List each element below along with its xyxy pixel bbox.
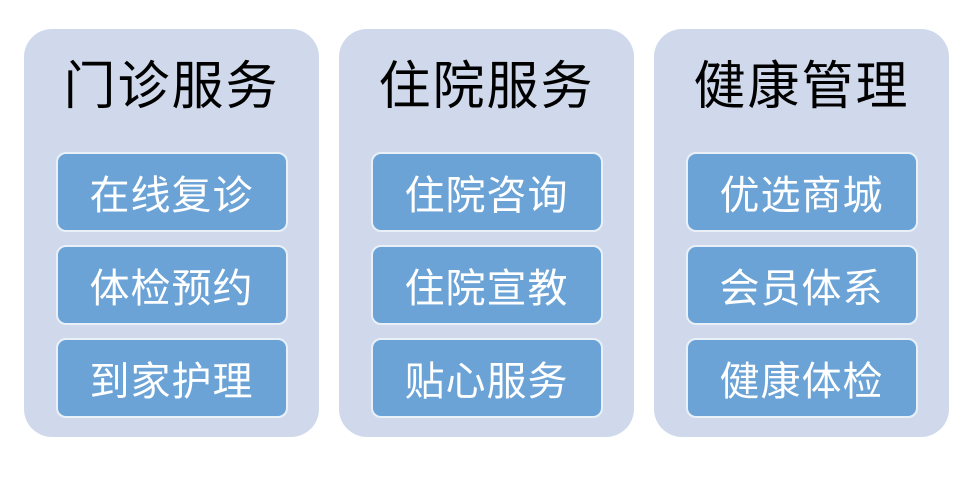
service-button-preferred-mall[interactable]: 优选商城	[685, 152, 918, 232]
service-button-home-nursing[interactable]: 到家护理	[55, 338, 288, 418]
panel-title-health: 健康管理	[693, 57, 910, 117]
service-button-inpatient-consult[interactable]: 住院咨询	[370, 152, 603, 232]
panel-outpatient-services: 门诊服务 在线复诊 体检预约 到家护理	[24, 29, 319, 437]
panel-title-inpatient: 住院服务	[378, 57, 595, 117]
panel-health-management: 健康管理 优选商城 会员体系 健康体检	[654, 29, 949, 437]
button-group-inpatient: 住院咨询 住院宣教 贴心服务	[370, 152, 603, 418]
service-button-caring-service[interactable]: 贴心服务	[370, 338, 603, 418]
service-button-inpatient-education[interactable]: 住院宣教	[370, 245, 603, 325]
service-button-health-checkup[interactable]: 健康体检	[685, 338, 918, 418]
service-button-membership-system[interactable]: 会员体系	[685, 245, 918, 325]
service-button-checkup-appointment[interactable]: 体检预约	[55, 245, 288, 325]
panel-inpatient-services: 住院服务 住院咨询 住院宣教 贴心服务	[339, 29, 634, 437]
service-button-online-followup[interactable]: 在线复诊	[55, 152, 288, 232]
panel-title-outpatient: 门诊服务	[63, 57, 280, 117]
button-group-health: 优选商城 会员体系 健康体检	[685, 152, 918, 418]
button-group-outpatient: 在线复诊 体检预约 到家护理	[55, 152, 288, 418]
